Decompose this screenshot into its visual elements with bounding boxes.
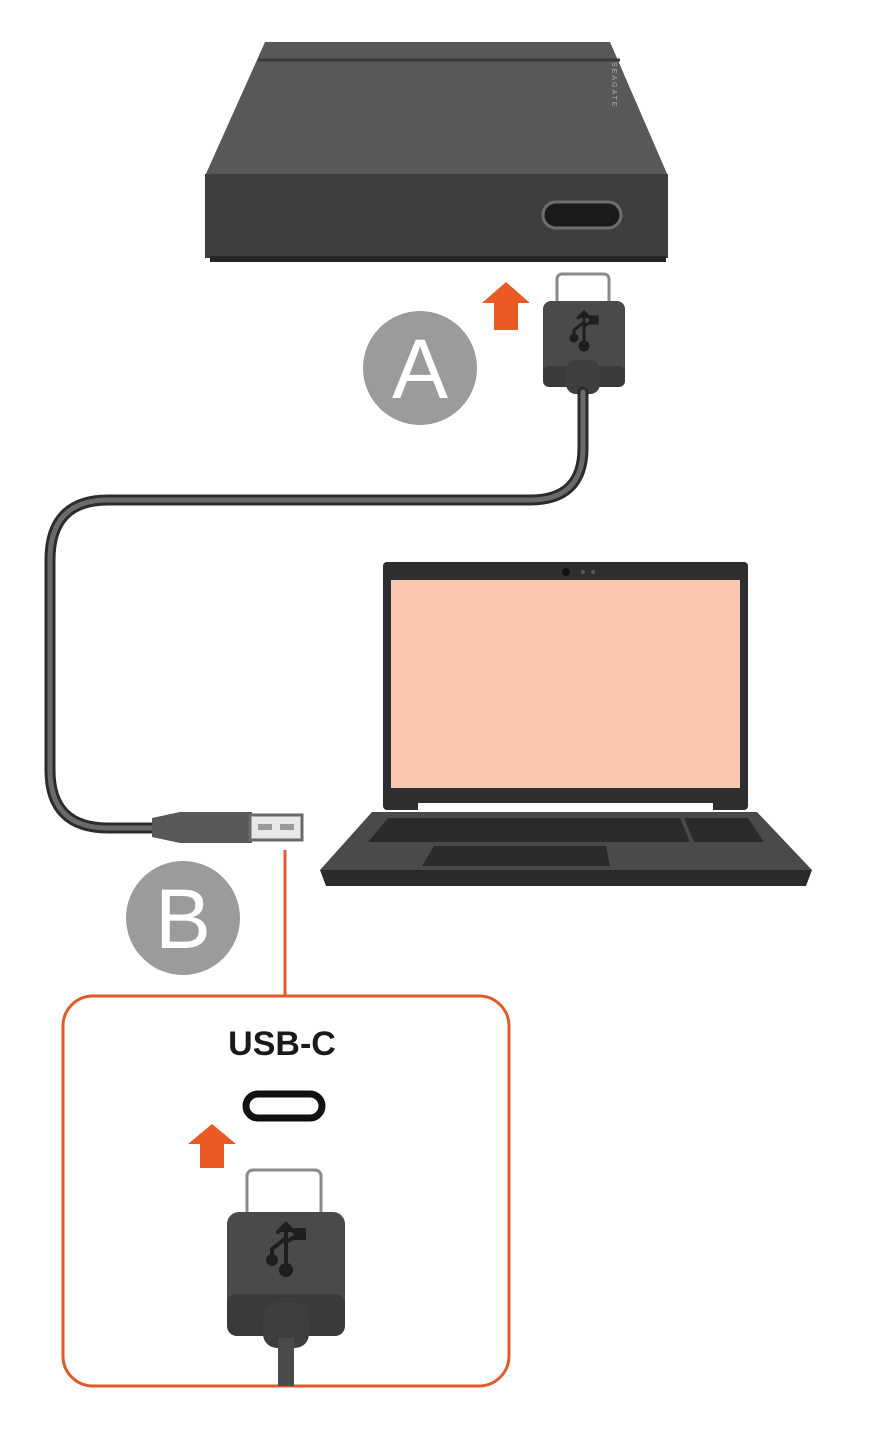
drive-base-edge (210, 256, 666, 262)
step-badge-a: A (363, 311, 477, 425)
detail-connector-tip (245, 1168, 323, 1220)
step-badge-b: B (126, 861, 240, 975)
laptop-keyboard-right (684, 818, 764, 842)
detail-connector-strain-relief (263, 1302, 309, 1348)
laptop-camera (562, 568, 570, 576)
laptop-keyboard (368, 818, 690, 842)
usb-trident-icon (569, 309, 599, 352)
laptop (320, 562, 812, 886)
drive-usb-c-port (541, 200, 623, 230)
usb-c-connector-detail (227, 1168, 345, 1386)
usb-a-connector-b (152, 812, 304, 843)
laptop-base-edge (320, 870, 812, 886)
seagate-logo: SEAGATE (610, 62, 617, 109)
laptop-screen (391, 580, 740, 788)
detail-cable-stub (278, 1338, 294, 1386)
laptop-sensor-2 (591, 570, 595, 574)
connector-b-housing (152, 812, 252, 843)
usb-trident-icon (266, 1221, 306, 1277)
laptop-sensor-1 (581, 570, 585, 574)
usb-c-port-diagram (242, 1090, 326, 1122)
laptop-trackpad (422, 846, 610, 866)
usb-c-connector-a (543, 272, 625, 394)
connector-b-plug (248, 813, 304, 842)
up-arrow-icon (482, 282, 530, 330)
connector-b-contact-2 (280, 824, 294, 830)
laptop-hinge-highlight (418, 803, 713, 810)
step-label-b: B (155, 872, 211, 966)
connector-b-contact-1 (258, 824, 272, 830)
external-drive: SEAGATE (205, 42, 668, 262)
connector-a-strain-relief (566, 360, 600, 394)
up-arrow-icon (188, 1124, 236, 1168)
usb-cable-highlight (47, 389, 586, 831)
step-label-a: A (392, 322, 448, 416)
detail-title: USB-C (228, 1025, 336, 1063)
drive-top-face (205, 42, 668, 176)
usb-c-detail-box: USB-C (61, 994, 511, 1388)
